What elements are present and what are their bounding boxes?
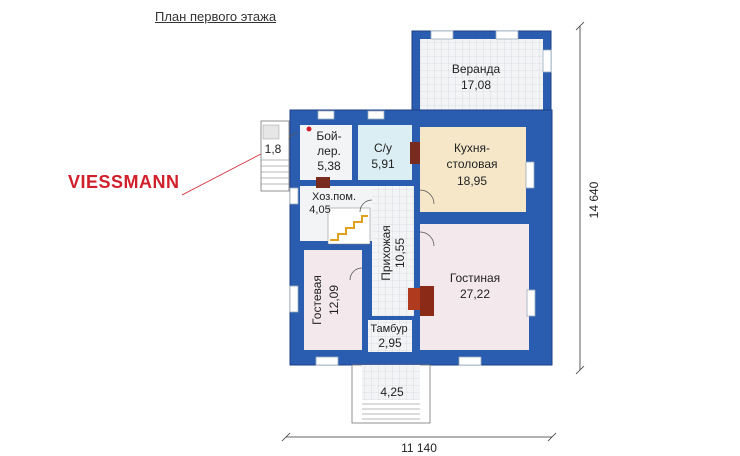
windows	[289, 30, 552, 366]
kitchen-room	[420, 127, 526, 212]
width-dimension: 11 140	[401, 441, 437, 455]
boiler-room	[300, 125, 352, 180]
utility-name: Хоз.пом.	[312, 191, 356, 203]
living-area: 27,22	[460, 287, 490, 301]
front-porch-floor	[362, 365, 420, 400]
boiler-name-bottom: лер.	[317, 144, 341, 158]
front-porch-area: 4,25	[380, 385, 404, 399]
boiler-area: 5,38	[317, 159, 341, 173]
bathroom-area: 5,91	[371, 157, 395, 171]
stair-steps	[330, 215, 368, 241]
kitchen-name-bottom: столовая	[447, 157, 498, 171]
viessmann-logo: VIESSMANN	[68, 172, 180, 192]
veranda-name: Веранда	[452, 62, 501, 76]
living-room	[420, 224, 529, 350]
fireplace-icon	[420, 286, 434, 316]
vestibule-area: 2,95	[378, 336, 402, 350]
boiler-marker-icon	[306, 126, 312, 132]
hall-area: 10,55	[393, 238, 407, 268]
utility-area: 4,05	[309, 204, 330, 216]
veranda-floor	[420, 39, 543, 121]
side-porch-steps	[261, 159, 289, 185]
stair	[327, 207, 371, 245]
hall-name: Прихожая	[379, 225, 393, 281]
chimney-icon	[410, 142, 420, 164]
chimney-icon	[316, 177, 330, 188]
veranda-area: 17,08	[461, 78, 491, 92]
hall-room	[372, 186, 414, 316]
side-porch-area: 1,8	[265, 142, 282, 156]
vestibule-name: Тамбур	[370, 323, 407, 335]
kitchen-area: 18,95	[457, 174, 487, 188]
side-porch-rail	[262, 124, 280, 140]
plan-title: План первого этажа	[155, 9, 277, 24]
guest-room	[304, 250, 362, 350]
bathroom-room	[358, 125, 412, 180]
bathroom-name: С/у	[374, 141, 392, 155]
fireplace-icon	[408, 288, 420, 310]
guest-area: 12,09	[327, 285, 341, 315]
vestibule-room	[368, 320, 412, 352]
height-dimension: 14 640	[587, 181, 601, 218]
kitchen-name-top: Кухня-	[454, 141, 490, 155]
dimension-lines	[281, 21, 585, 442]
front-porch-steps	[362, 403, 420, 420]
boiler-name-top: Бой-	[316, 129, 341, 143]
living-name: Гостиная	[450, 271, 500, 285]
guest-name: Гостевая	[310, 275, 324, 325]
